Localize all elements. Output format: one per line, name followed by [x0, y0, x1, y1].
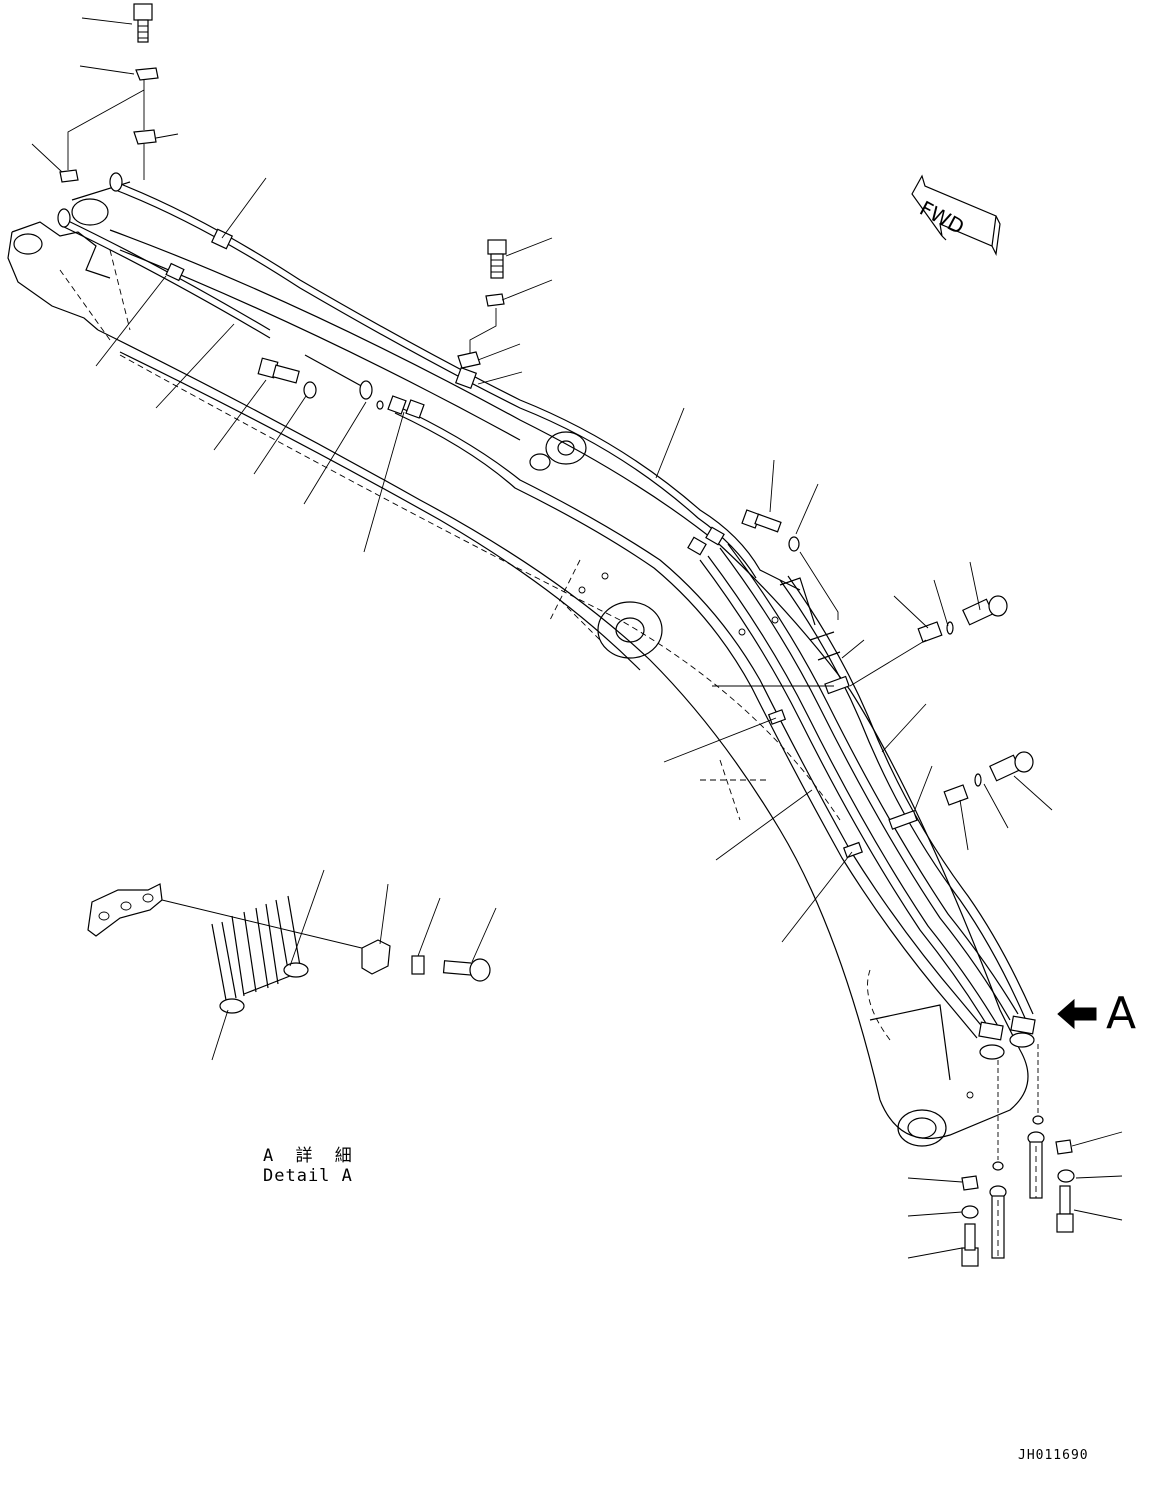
boom-body — [7, 181, 1029, 1147]
left-section-hardware — [95, 177, 685, 553]
hydraulic-tubes — [61, 182, 1034, 1039]
top-left-bolt-stack — [31, 3, 179, 228]
tube-clamps — [165, 228, 1036, 1060]
detail-a-inset — [87, 869, 497, 1061]
view-a-arrow — [1057, 998, 1097, 1030]
view-a-label: A — [1106, 988, 1137, 1039]
center-bolt-stack — [457, 237, 553, 385]
fwd-arrow — [911, 174, 1001, 257]
detail-title-english: Detail A — [263, 1166, 353, 1186]
drawing-number: JH011690 — [1018, 1448, 1089, 1463]
right-side-hardware — [663, 459, 1053, 943]
detail-title-japanese: A 詳 細 — [263, 1146, 358, 1166]
bottom-right-hardware — [907, 1044, 1123, 1267]
